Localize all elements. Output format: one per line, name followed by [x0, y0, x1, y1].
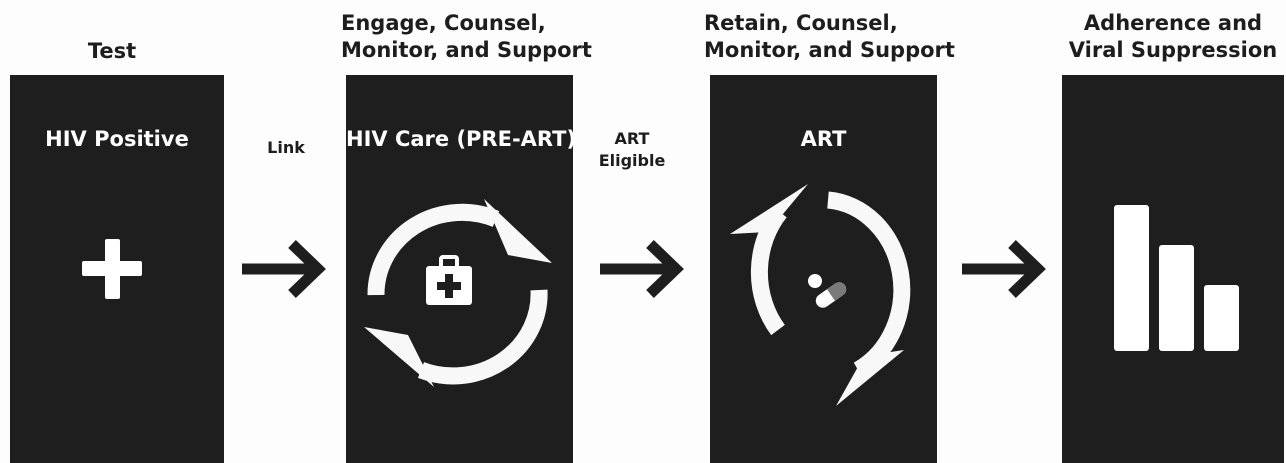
hiv-care-title: HIV Care (PRE-ART): [346, 127, 577, 151]
pill-icon: [808, 274, 847, 308]
stage-test-label: Test: [87, 39, 137, 63]
stage-engage-label: Engage, Counsel, Monitor, and Support: [341, 10, 592, 64]
art-eligible-label-line-1: ART: [614, 129, 650, 148]
bar-chart-bar-1: [1114, 205, 1149, 351]
art-eligible-label: ART Eligible: [597, 128, 667, 172]
stage-engage-label-line-1: Engage, Counsel,: [341, 11, 546, 35]
arrow-right-icon: [600, 240, 684, 298]
stage-art-panel: ART: [710, 75, 937, 463]
stage-adherence-label-line-2: Viral Suppression: [1068, 38, 1278, 62]
stage-test-panel: HIV Positive: [10, 75, 224, 463]
bar-chart-bar-3: [1204, 285, 1239, 351]
link-label: Link: [267, 138, 305, 157]
stage-adherence-label: Adherence and Viral Suppression: [1062, 10, 1284, 64]
stage-retain-label-line-1: Retain, Counsel,: [704, 11, 898, 35]
stage-engage-label-line-2: Monitor, and Support: [341, 38, 592, 62]
bar-chart-icon: [1114, 205, 1239, 351]
hiv-positive-title: HIV Positive: [45, 127, 189, 151]
art-eligible-label-line-2: Eligible: [598, 151, 666, 170]
stage-retain-label-line-2: Monitor, and Support: [704, 38, 955, 62]
arrow-right-icon: [962, 240, 1046, 298]
stage-adherence-label-line-1: Adherence and: [1083, 11, 1263, 35]
arrow-right-icon: [242, 240, 326, 298]
cycle-arrows-icon: [730, 184, 911, 406]
art-title: ART: [800, 127, 847, 151]
medical-kit-icon: [426, 255, 472, 305]
stage-suppression-panel: [1062, 75, 1284, 463]
plus-icon: [82, 239, 142, 299]
stage-retain-label: Retain, Counsel, Monitor, and Support: [704, 10, 955, 64]
cycle-arrows-icon: [364, 199, 552, 387]
stage-hiv-care-panel: HIV Care (PRE-ART): [346, 75, 577, 463]
bar-chart-bar-2: [1159, 245, 1194, 351]
